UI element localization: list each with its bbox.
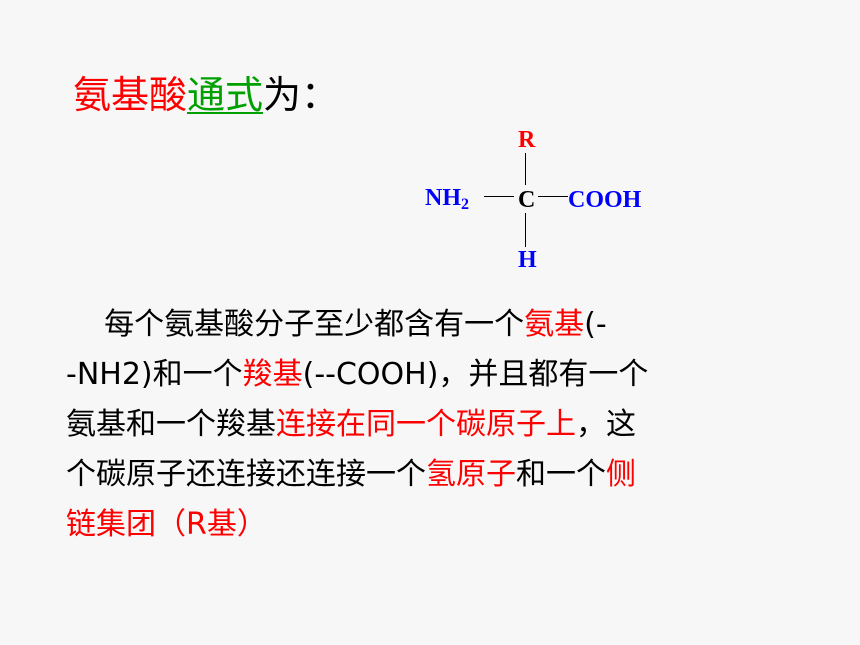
description-paragraph: 每个氨基酸分子至少都含有一个氨基(- -NH2)和一个羧基(--COOH)，并且… bbox=[66, 300, 806, 550]
bond-c-h bbox=[525, 213, 526, 247]
title-amino-acid: 氨基酸 bbox=[73, 73, 188, 117]
term-same-carbon: 连接在同一个碳原子上 bbox=[276, 407, 576, 442]
slide-title: 氨基酸通式为： bbox=[73, 71, 339, 119]
paragraph-line-4: 个碳原子还连接还连接一个氢原子和一个侧 bbox=[66, 457, 636, 492]
formula-amine: NH2 bbox=[425, 185, 469, 213]
title-suffix: 为： bbox=[263, 73, 340, 117]
term-carboxyl-group: 羧基 bbox=[242, 357, 303, 392]
structural-formula: R NH2 C COOH H bbox=[420, 125, 670, 275]
formula-alpha-carbon: C bbox=[518, 187, 536, 213]
term-side-chain-end: 链集团（ bbox=[66, 507, 186, 542]
paragraph-line-1: 每个氨基酸分子至少都含有一个氨基(- bbox=[66, 307, 607, 342]
term-hydrogen-atom: 氢原子 bbox=[426, 457, 516, 492]
term-amino-group: 氨基 bbox=[524, 307, 585, 342]
term-r-group: R基） bbox=[186, 507, 267, 542]
paragraph-line-5: 链集团（R基） bbox=[66, 500, 806, 550]
formula-hydrogen: H bbox=[518, 247, 537, 273]
formula-r-group: R bbox=[518, 127, 536, 153]
formula-carboxyl: COOH bbox=[568, 187, 642, 213]
bond-r-c bbox=[525, 153, 526, 185]
term-side-chain-start: 侧 bbox=[606, 457, 636, 492]
paragraph-line-3: 氨基和一个羧基连接在同一个碳原子上，这 bbox=[66, 407, 636, 442]
paragraph-line-2: -NH2)和一个羧基(--COOH)，并且都有一个 bbox=[66, 357, 649, 392]
bond-n-c bbox=[484, 196, 514, 197]
bond-c-cooh bbox=[538, 196, 568, 197]
title-general-formula: 通式 bbox=[187, 73, 264, 117]
